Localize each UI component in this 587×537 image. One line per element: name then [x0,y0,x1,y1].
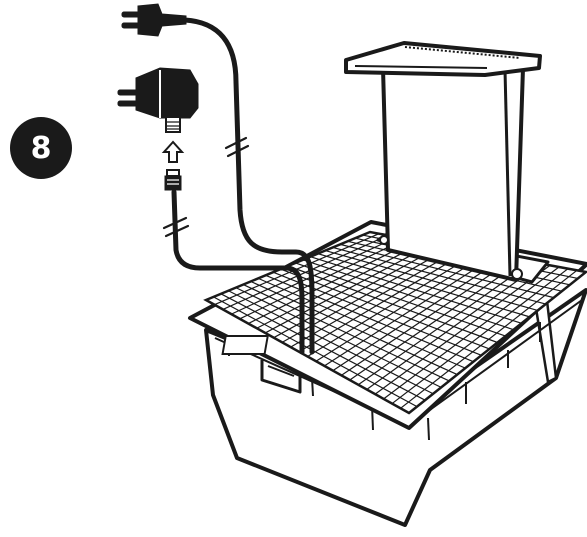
grid-line [332,256,506,372]
cable-break-mark [162,136,250,238]
connector-plug-icon [164,169,182,191]
grid-line [231,236,398,315]
grid-line [315,253,488,362]
grid-line [383,266,560,400]
grid-line [391,268,569,405]
grid-line [357,261,533,386]
step-number-badge: 8 [10,117,72,179]
grid-line [366,263,542,390]
grid-line [349,259,524,381]
grid-line [239,238,407,320]
grid-line [256,241,425,329]
grid-line [307,251,479,358]
power-adapter-icon [117,67,199,133]
power-cable [162,17,315,355]
grid-line [248,239,416,325]
grid-line [324,254,497,367]
insert-arrow-icon [161,140,185,163]
grid-line [374,264,551,395]
grid-line [400,269,578,409]
fountain-tower-spout [344,41,550,284]
grid-line [290,248,461,348]
grid-line [222,234,389,310]
grid-line [298,249,470,353]
grid-line [340,258,515,376]
grid-line [264,243,434,334]
power-plug-icon [121,3,187,37]
